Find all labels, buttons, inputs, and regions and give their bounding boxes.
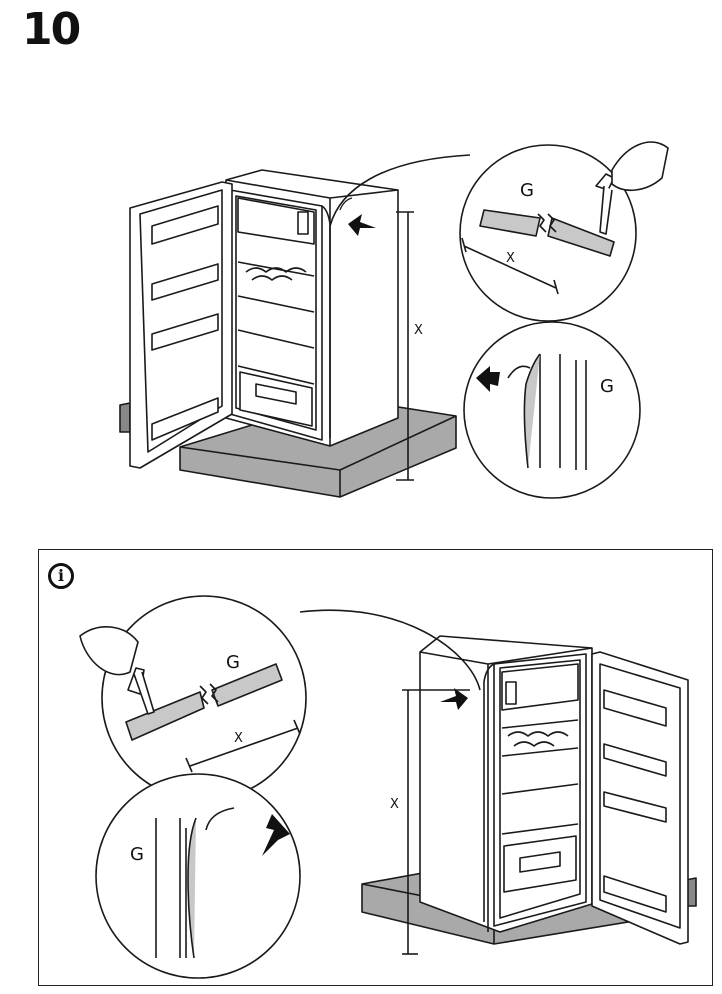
info-panel [38, 549, 713, 986]
fridge-door-right [591, 651, 689, 945]
tape-label-bottom-peel: G [130, 844, 144, 865]
info-icon: i [48, 563, 74, 589]
step-number: 10 [22, 4, 81, 55]
fridge-door-left [129, 181, 233, 469]
tape-label-bottom-cut: G [226, 652, 240, 673]
measure-label-top-callout: X [506, 251, 515, 266]
tape-label-top-cut: G [520, 180, 534, 201]
measure-label-bottom: X [390, 797, 399, 812]
tape-label-top-peel: G [600, 376, 614, 397]
measure-label-top: X [414, 323, 423, 338]
fridge-body-bottom [419, 635, 593, 933]
measure-label-bottom-callout: X [234, 731, 243, 746]
